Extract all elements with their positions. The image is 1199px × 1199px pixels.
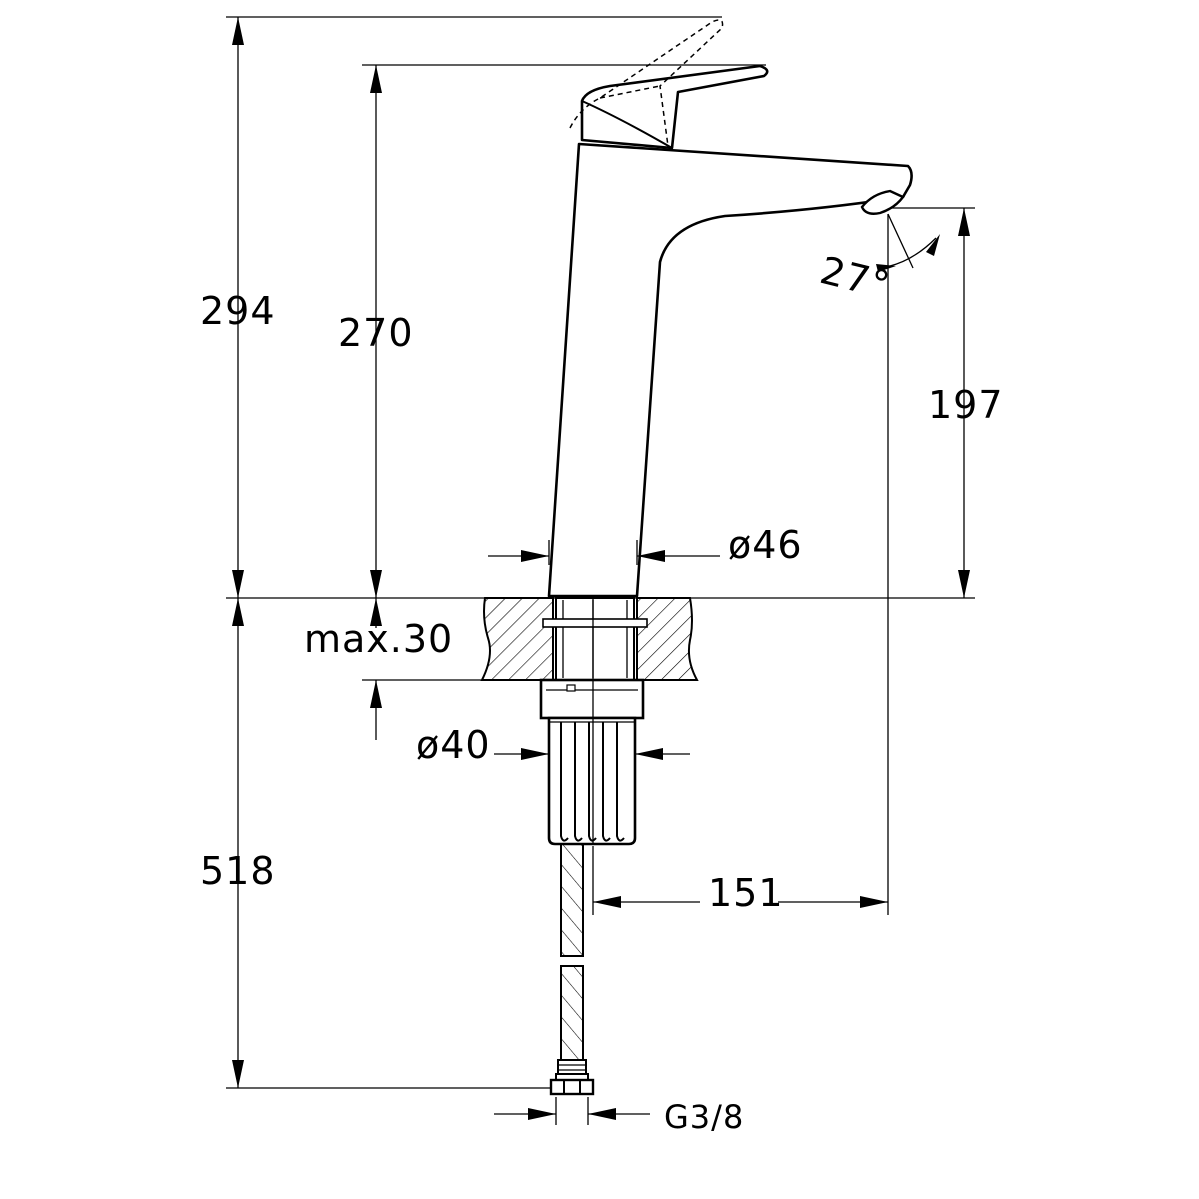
dim-shank-diameter (494, 748, 690, 760)
ribbed-sleeve (547, 716, 637, 846)
dim-spout-angle-label: 27° (816, 248, 895, 308)
dim-spout-reach (593, 896, 888, 908)
dim-connection-label: G3/8 (664, 1098, 744, 1136)
threaded-shank (542, 597, 648, 681)
lever-handle (580, 64, 769, 150)
dim-total-height (232, 17, 244, 598)
dim-shank-diameter-label: ø40 (416, 723, 491, 767)
dim-spout-height (958, 208, 970, 598)
extension-lines (226, 16, 975, 1125)
dim-body-diameter-label: ø46 (728, 523, 803, 567)
dim-max-thickness-label: max.30 (304, 617, 453, 661)
dim-spout-reach-label: 151 (708, 871, 784, 915)
fixing-nut (539, 678, 645, 720)
aerator (860, 189, 905, 215)
dim-spout-angle (876, 234, 940, 272)
flexible-hose (560, 843, 584, 1061)
dim-total-height-label: 294 (200, 289, 276, 333)
dim-hose-length (232, 598, 244, 1088)
dim-body-diameter (488, 550, 720, 562)
dim-max-thickness (370, 598, 382, 740)
dim-connection (494, 1108, 650, 1120)
lever-handle-open-position (569, 19, 724, 147)
countertop-section (480, 597, 699, 681)
dim-hose-length-label: 518 (200, 849, 276, 893)
dim-body-height (370, 65, 382, 598)
hose-connector (549, 1059, 595, 1096)
faucet-body (547, 142, 913, 598)
dim-spout-height-label: 197 (928, 383, 1004, 427)
dim-body-height-label: 270 (338, 311, 414, 355)
